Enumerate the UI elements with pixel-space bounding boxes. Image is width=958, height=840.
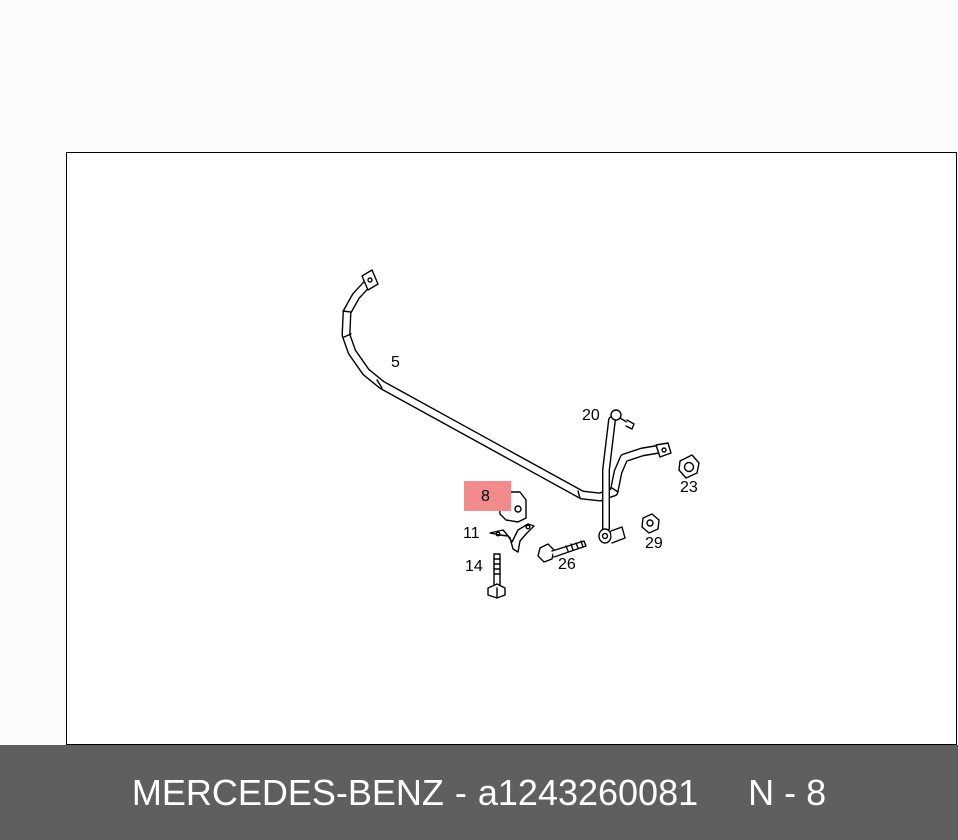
stabilizer-bar — [341, 269, 672, 502]
link-rod — [598, 409, 635, 544]
part-label-20: 20 — [582, 407, 600, 424]
caption-separator: - — [454, 771, 467, 813]
diagram-position-ref: N - 8 — [748, 771, 827, 813]
clamp-bracket — [489, 523, 535, 553]
diagram-frame — [66, 152, 957, 745]
bolt-14 — [487, 553, 506, 599]
part-label-11: 11 — [463, 525, 480, 542]
part-label-14: 14 — [465, 558, 483, 575]
highlighted-part-marker[interactable] — [464, 481, 511, 511]
part-label-8[interactable]: 8 — [481, 488, 490, 505]
part-label-26: 26 — [558, 556, 576, 573]
part-label-23: 23 — [680, 479, 698, 496]
part-label-5: 5 — [391, 354, 400, 371]
part-number: a1243260081 — [477, 771, 699, 813]
bolt-26 — [537, 540, 587, 563]
footer-caption-bar: MERCEDES-BENZ - a1243260081 N - 8 — [0, 745, 958, 840]
part-label-29: 29 — [645, 535, 663, 552]
nut-29 — [641, 513, 660, 534]
nut-23 — [678, 454, 700, 479]
brand-name: MERCEDES-BENZ — [131, 771, 444, 813]
